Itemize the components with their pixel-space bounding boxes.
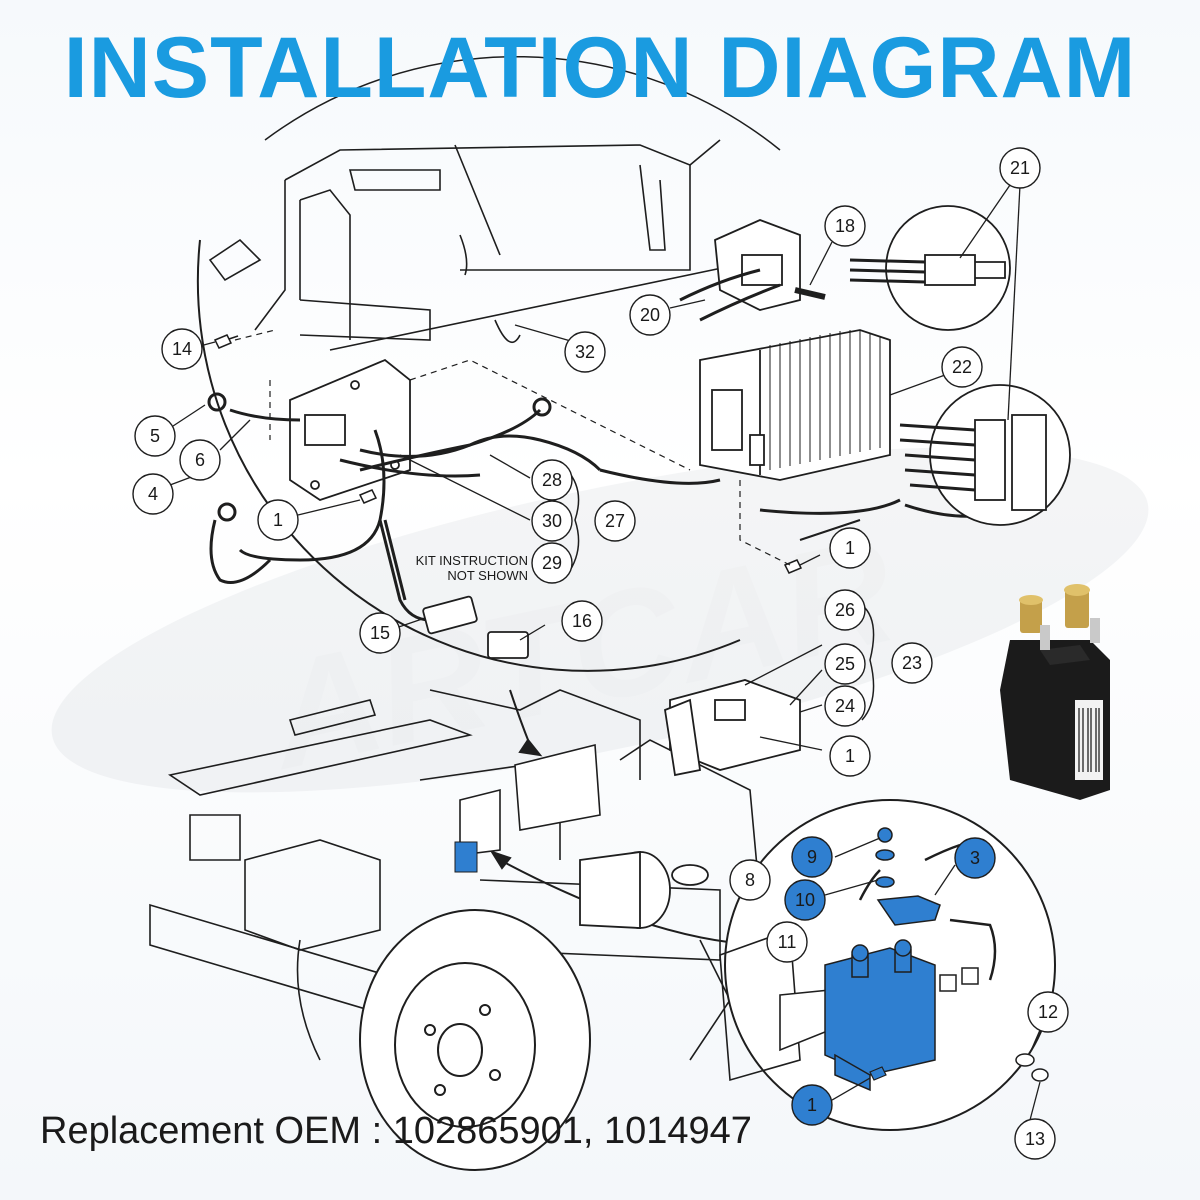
solenoid-detail-circle (719, 799, 1056, 1131)
frame-panel-drawing (208, 139, 761, 351)
callout-23: 23 (902, 653, 922, 673)
solenoid-product-photo (1000, 584, 1110, 800)
callout-14: 14 (172, 339, 192, 359)
callout-32: 32 (575, 342, 595, 362)
motor (579, 850, 709, 929)
callout-10: 10 (795, 890, 815, 910)
callout-8: 8 (745, 870, 755, 890)
solenoid-highlight-small (454, 841, 478, 873)
connector-15 (422, 595, 529, 659)
callout-21: 21 (1010, 158, 1030, 178)
callout-20: 20 (640, 305, 660, 325)
callout-circles (132, 147, 1069, 1160)
page-title: INSTALLATION DIAGRAM (63, 20, 1137, 116)
callout-27: 27 (605, 511, 625, 531)
dashed-leaders (234, 329, 791, 566)
callout-18: 18 (835, 216, 855, 236)
detail-circle-22 (899, 384, 1071, 526)
callout-4: 4 (148, 484, 158, 504)
callout-1-upper: 1 (273, 510, 283, 530)
callout-13: 13 (1025, 1129, 1045, 1149)
callout-12: 12 (1038, 1002, 1058, 1022)
callout-16: 16 (572, 611, 592, 631)
callout-25: 25 (835, 654, 855, 674)
callout-1-solenoid: 1 (807, 1095, 817, 1115)
callout-5: 5 (150, 426, 160, 446)
callout-26: 26 (835, 600, 855, 620)
oem-replacement-caption: Replacement OEM : 102865901, 1014947 (40, 1110, 752, 1152)
callout-15: 15 (370, 623, 390, 643)
callout-9: 9 (807, 847, 817, 867)
connector-detail-20 (679, 219, 826, 322)
controller-in-chassis (459, 743, 601, 856)
callout-22: 22 (952, 357, 972, 377)
callout-circles-highlighted (784, 836, 996, 1126)
callout-11: 11 (778, 932, 797, 952)
callout-29: 29 (542, 553, 562, 573)
upper-detail-circle (196, 55, 781, 672)
kit-note-line2: NOT SHOWN (447, 568, 528, 583)
callout-1-controller: 1 (845, 538, 855, 558)
detail-circle-21 (849, 205, 1011, 331)
callout-28: 28 (542, 470, 562, 490)
mounting-plate (289, 358, 411, 501)
callout-6: 6 (195, 450, 205, 470)
callout-24: 24 (835, 696, 855, 716)
kit-note-line1: KIT INSTRUCTION (416, 553, 528, 568)
callout-3: 3 (970, 848, 980, 868)
rear-wheel (359, 909, 591, 1171)
wiring-harness (207, 392, 986, 622)
bracket-27 (566, 469, 580, 576)
bracket-23 (861, 604, 875, 721)
solenoid-highlight-large (824, 827, 941, 1092)
callout-1-module: 1 (845, 746, 855, 766)
motor-controller (699, 329, 891, 481)
controller-module-23 (664, 679, 801, 777)
callout-30: 30 (542, 511, 562, 531)
